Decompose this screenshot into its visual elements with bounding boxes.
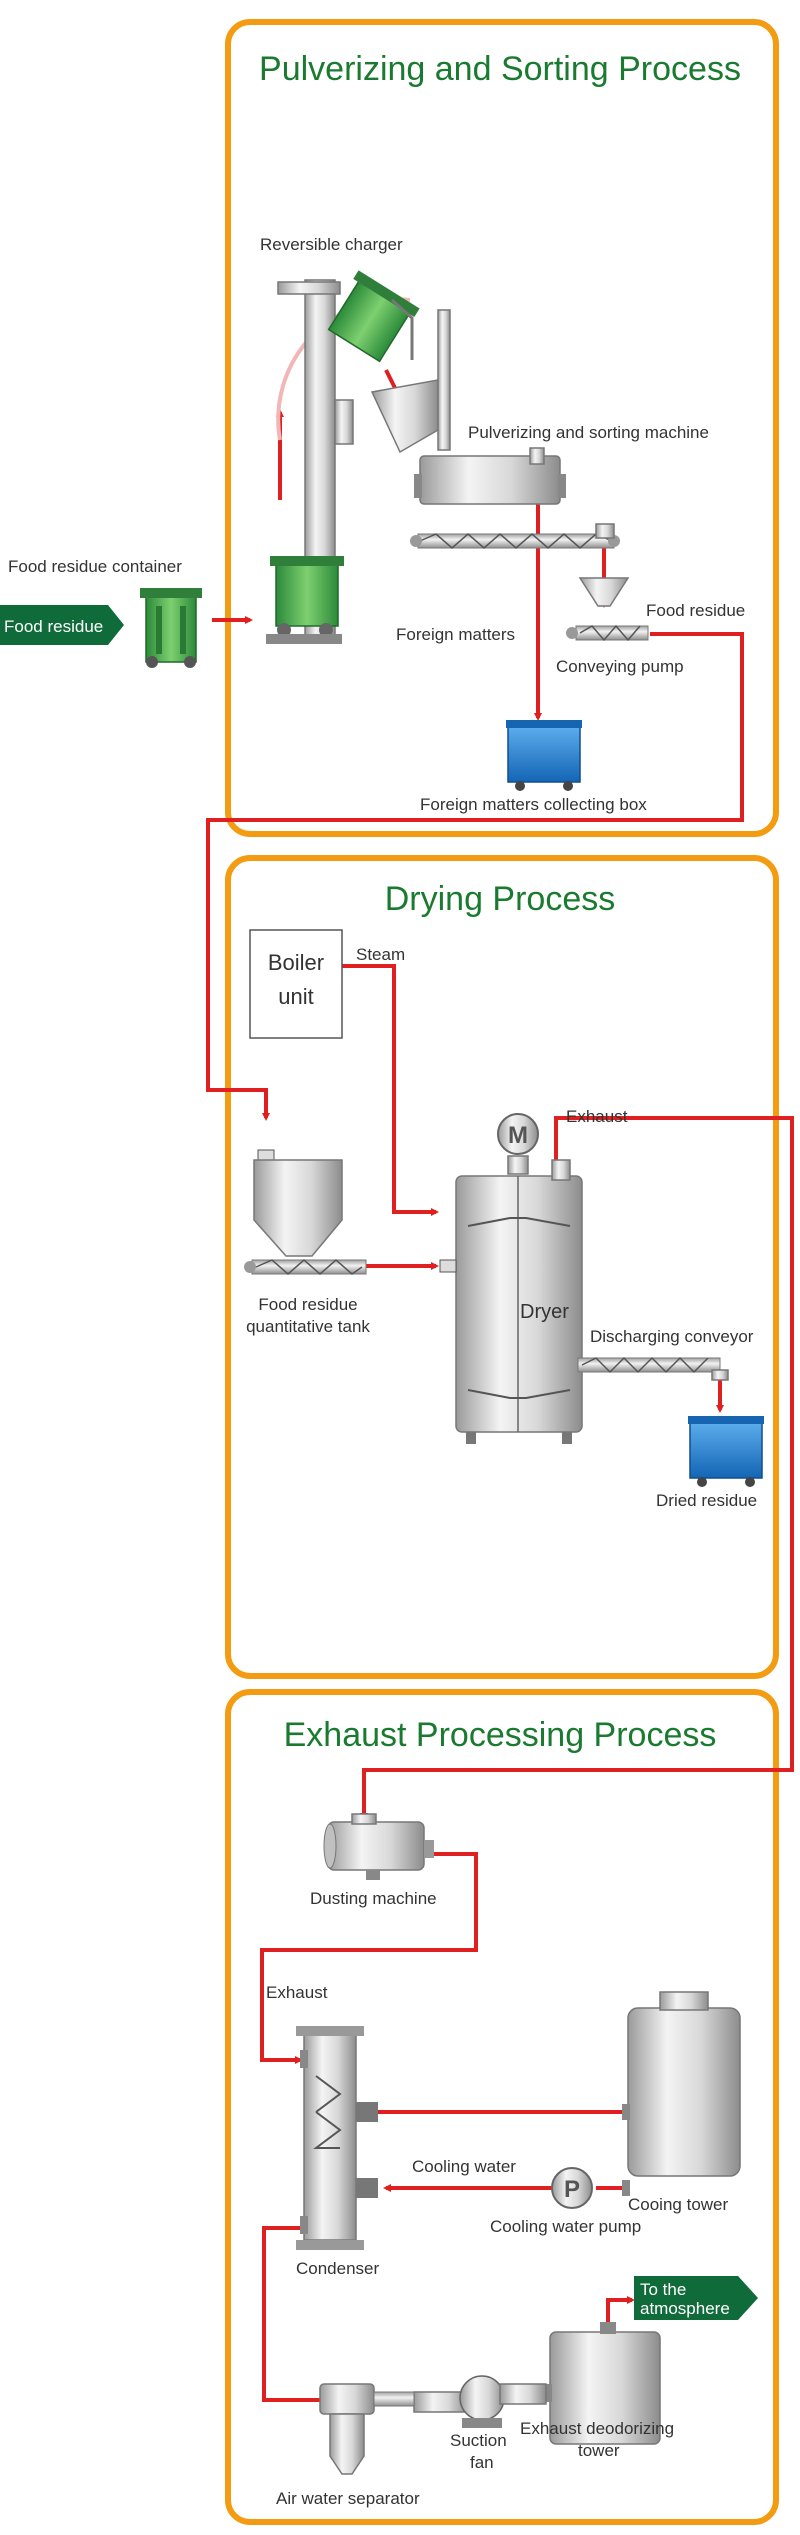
food-residue-tag-text: Food residue: [4, 617, 103, 636]
label-pulverizing-machine: Pulverizing and sorting machine: [468, 423, 709, 442]
label-cooling-water-pump: Cooling water pump: [490, 2217, 641, 2236]
label-discharging-conveyor: Discharging conveyor: [590, 1327, 754, 1346]
flow-lines: [206, 369, 794, 2402]
condenser: [296, 2026, 378, 2250]
label-foreign-matters: Foreign matters: [396, 625, 515, 644]
section-frame-drying: [225, 855, 779, 1679]
cooling-tower: [622, 1991, 741, 2196]
label-food-tank-line2: quantitative tank: [246, 1317, 370, 1336]
label-dried-residue: Dried residue: [656, 1491, 757, 1510]
boiler-label-line1: Boiler: [268, 950, 324, 975]
label-food-tank-line1: Food residue: [258, 1295, 357, 1314]
boiler-label-line2: unit: [278, 984, 313, 1009]
dryer: Dryer: [439, 1159, 583, 1444]
foreign-matters-box: [506, 720, 582, 791]
label-steam: Steam: [356, 945, 405, 964]
food-residue-tag: Food residue: [0, 605, 124, 645]
label-conveying-pump: Conveying pump: [556, 657, 684, 676]
label-deodorizing-line1: Exhaust deodorizing: [520, 2419, 674, 2438]
pump-symbol: P: [564, 2176, 580, 2203]
exhaust-deodorizing-tower: [544, 2322, 661, 2445]
food-residue-tank: [244, 1149, 367, 1275]
atmosphere-text-line2: atmosphere: [640, 2299, 730, 2318]
section-title-pulverizing: Pulverizing and Sorting Process: [259, 50, 741, 88]
to-atmosphere-tag: To the atmosphere: [634, 2276, 758, 2320]
motor-symbol: M: [508, 1122, 528, 1149]
label-food-residue-container: Food residue container: [8, 557, 182, 576]
label-exhaust-dryer: Exhaust: [566, 1107, 628, 1126]
section-frame-pulverizing: [225, 19, 779, 837]
dryer-motor: M: [497, 1113, 539, 1175]
section-title-exhaust: Exhaust Processing Process: [284, 1716, 717, 1754]
section-title-drying: Drying Process: [385, 880, 616, 918]
hopper-chute: [370, 309, 451, 454]
label-air-water-separator: Air water separator: [276, 2489, 420, 2508]
label-suction-line1: Suction: [450, 2431, 507, 2450]
suction-fan: [413, 2375, 547, 2428]
dryer-label: Dryer: [520, 1301, 569, 1323]
atmosphere-text-line1: To the: [640, 2280, 686, 2299]
dusting-machine: [323, 1813, 434, 1880]
conveying-pump: [566, 577, 649, 642]
pulverizing-machine: [410, 447, 620, 549]
label-dusting-machine: Dusting machine: [310, 1889, 437, 1908]
label-foreign-box: Foreign matters collecting box: [420, 795, 647, 814]
label-exhaust-2: Exhaust: [266, 1983, 328, 2002]
label-reversible-charger: Reversible charger: [260, 235, 403, 254]
reversible-charger: [266, 270, 420, 644]
label-deodorizing-line2: tower: [578, 2441, 620, 2460]
label-cooling-water: Cooling water: [412, 2157, 516, 2176]
label-condenser: Condenser: [296, 2259, 380, 2278]
boiler-unit: Boiler unit: [249, 929, 343, 1039]
cooling-water-pump: P: [551, 2167, 593, 2209]
label-suction-line2: fan: [470, 2453, 494, 2472]
label-food-residue: Food residue: [646, 601, 745, 620]
air-water-separator: [319, 2383, 415, 2475]
discharging-conveyor: [577, 1356, 729, 1381]
section-frame-exhaust: [225, 1689, 779, 2525]
label-cooling-tower: Cooing tower: [628, 2195, 729, 2214]
food-residue-bin: [140, 588, 202, 668]
dried-residue-box: [688, 1416, 764, 1487]
